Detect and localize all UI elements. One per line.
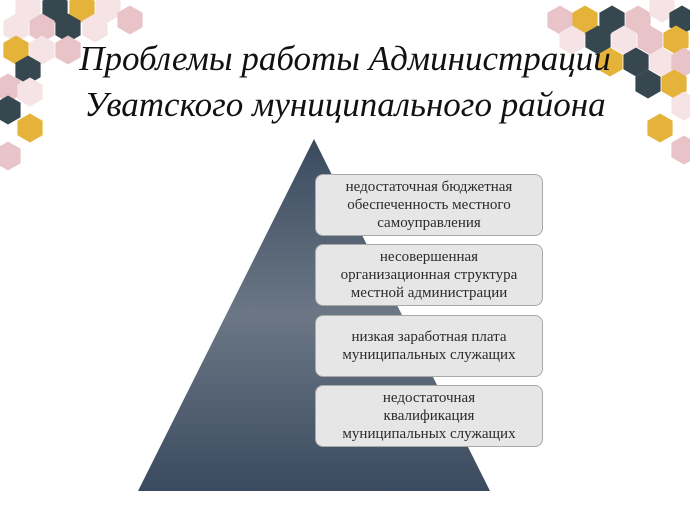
hexagon-shape bbox=[15, 55, 41, 85]
hexagon-shape bbox=[647, 113, 673, 143]
hexagon-shape bbox=[17, 113, 43, 143]
hexagon-shape bbox=[585, 25, 611, 55]
pyramid-item-salary: низкая заработная плата муниципальных сл… bbox=[315, 315, 543, 377]
pyramid-item-text: муниципальных служащих bbox=[342, 426, 516, 442]
hexagon-shape bbox=[29, 13, 55, 43]
pyramid-item-text: недостаточная бюджетная bbox=[345, 179, 513, 195]
pyramid-item-text: низкая заработная плата bbox=[351, 329, 507, 345]
hexagon-shape bbox=[3, 13, 29, 43]
hexagon-shape bbox=[635, 69, 661, 99]
pyramid-item-text: муниципальных служащих bbox=[342, 347, 516, 363]
hexagon-shape bbox=[663, 25, 689, 55]
hexagon-shape bbox=[559, 25, 585, 55]
hexagon-shape bbox=[0, 95, 21, 125]
hexagon-shape bbox=[547, 5, 573, 35]
pyramid-item-structure: несовершенная организационная структура … bbox=[315, 244, 543, 306]
hexagon-shape bbox=[661, 69, 687, 99]
slide-title-line-2: Уватского муниципального района bbox=[84, 85, 606, 124]
hexagon-shape bbox=[3, 35, 29, 65]
hexagon-shape bbox=[599, 5, 625, 35]
pyramid-item-text: несовершенная bbox=[379, 249, 479, 265]
slide-title: Проблемы работы Администрации Уватского … bbox=[0, 36, 690, 128]
hexagon-shape bbox=[611, 25, 637, 55]
pyramid-item-text: организационная структура bbox=[340, 267, 518, 283]
pyramid-item-text: недостаточная bbox=[382, 390, 476, 406]
hexagon-shape bbox=[0, 141, 21, 171]
hexagon-shape bbox=[671, 47, 690, 77]
hexagon-shape bbox=[69, 0, 95, 23]
pyramid-item-qualification: недостаточная квалификация муниципальных… bbox=[315, 385, 543, 447]
hexagon-shape bbox=[649, 47, 675, 77]
pyramid-item-text: квалификация bbox=[383, 408, 475, 424]
hexagon-shape bbox=[625, 5, 651, 35]
slide-title-line-1: Проблемы работы Администрации bbox=[79, 39, 611, 78]
pyramid-item-text: самоуправления bbox=[377, 215, 481, 231]
hexagon-shape bbox=[0, 73, 21, 103]
hexagon-shape bbox=[42, 0, 68, 23]
hexagon-shape bbox=[649, 0, 675, 23]
hexagon-shape bbox=[671, 135, 690, 165]
hexagon-shape bbox=[117, 5, 143, 35]
pyramid-item-budget: недостаточная бюджетная обеспеченность м… bbox=[315, 174, 543, 236]
hexagon-shape bbox=[55, 13, 81, 43]
hexagon-shape bbox=[55, 35, 81, 65]
hexagon-shape bbox=[17, 77, 43, 107]
hexagon-shape bbox=[623, 47, 649, 77]
hexagon-shape bbox=[597, 47, 623, 77]
hexagon-shape bbox=[82, 13, 108, 43]
hexagon-shape bbox=[671, 91, 690, 121]
hexagon-shape bbox=[572, 5, 598, 35]
hexagon-shape bbox=[637, 25, 663, 55]
pyramid-item-text: обеспеченность местного bbox=[347, 197, 511, 213]
hexagon-shape bbox=[29, 35, 55, 65]
pyramid-item-text: местной администрации bbox=[350, 285, 508, 301]
hexagon-shape bbox=[95, 0, 121, 23]
